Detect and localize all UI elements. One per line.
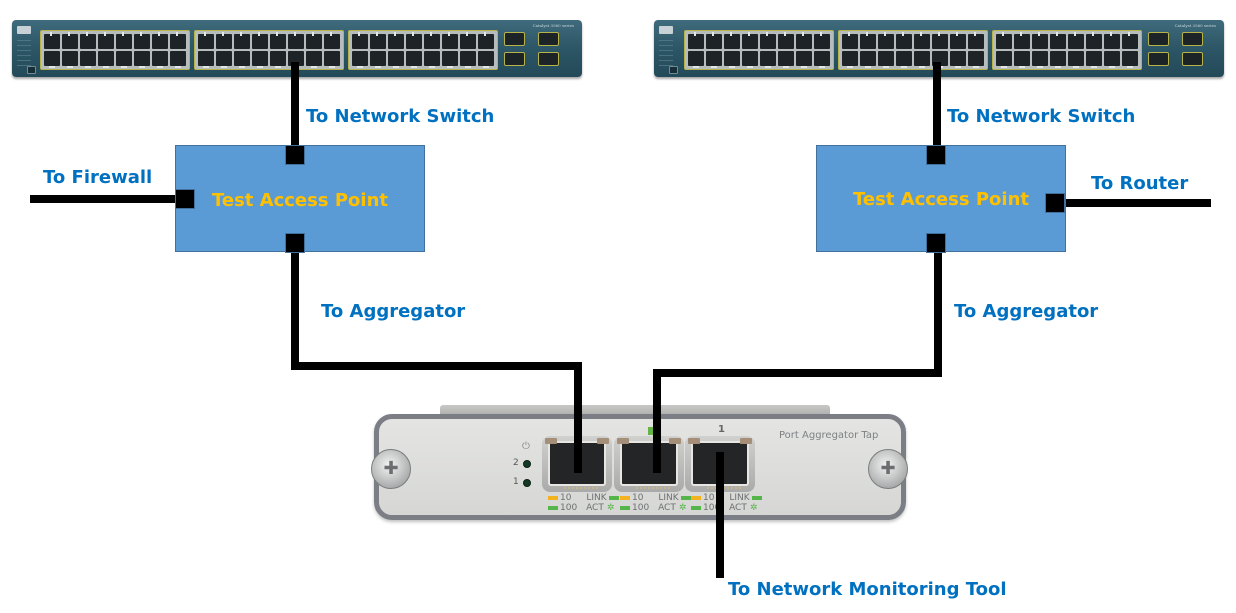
status-led-1 <box>523 479 531 487</box>
wire-into-port-b <box>653 405 661 473</box>
label-to-router: To Router <box>1091 173 1189 194</box>
rj45-port-b <box>614 436 684 492</box>
status-led-2 <box>523 460 531 468</box>
port-legend-1-top: 10 LINK <box>691 494 764 503</box>
port-legend-1-bottom: 100 ACT✲ <box>691 504 757 513</box>
port-block <box>992 30 1142 70</box>
tap-port-network-switch <box>285 145 305 165</box>
switch-mode-button <box>27 66 36 74</box>
label-to-network-switch-left: To Network Switch <box>306 106 495 127</box>
port-legend-b-top: 10 LINK <box>620 494 693 503</box>
wire-right-tap-horizontal <box>653 369 942 377</box>
wire-firewall-to-tap <box>30 195 178 203</box>
switch-model-label: Catalyst 3560 series <box>1174 23 1216 28</box>
port-legend-a-top: 10 LINK <box>548 494 621 503</box>
tap-port-router <box>1045 193 1065 213</box>
label-to-aggregator-left: To Aggregator <box>321 301 466 322</box>
sfp-port <box>504 52 525 66</box>
status-led-label-1: 1 <box>513 477 519 487</box>
port-legend-a-bottom: 100 ACT✲ <box>548 504 614 513</box>
switch-mode-button <box>669 66 678 74</box>
cisco-logo <box>17 26 31 34</box>
tap-port-network-switch <box>926 145 946 165</box>
port-block <box>684 30 834 70</box>
wire-left-tap-horizontal <box>291 362 582 370</box>
wire-right-switch-to-tap <box>933 62 941 148</box>
sfp-port <box>538 32 559 46</box>
sfp-port <box>1148 52 1169 66</box>
label-to-aggregator-right: To Aggregator <box>954 301 1099 322</box>
sfp-port <box>504 32 525 46</box>
port-block <box>40 30 190 70</box>
cisco-logo <box>659 26 673 34</box>
label-to-network-switch-right: To Network Switch <box>947 106 1136 127</box>
tap-port-firewall <box>175 189 195 209</box>
label-to-firewall: To Firewall <box>43 167 153 188</box>
sfp-port <box>1148 32 1169 46</box>
port-block <box>348 30 498 70</box>
thumbscrew-left-icon: ✚ <box>371 449 411 489</box>
thumbscrew-right-icon: ✚ <box>868 449 908 489</box>
port-b-indicator <box>648 427 655 435</box>
switch-status-leds <box>659 40 673 66</box>
port-legend-b-bottom: 100 ACT✲ <box>620 504 686 513</box>
wire-into-port-a <box>574 405 582 473</box>
tap-port-aggregator <box>926 233 946 253</box>
wire-port-1-to-monitoring-tool <box>716 452 724 578</box>
sfp-port <box>1182 52 1203 66</box>
rj45-port-a <box>542 436 612 492</box>
wire-left-switch-to-tap <box>291 62 299 148</box>
network-switch-left: Catalyst 3560 series <box>12 20 582 77</box>
port-1-label: 1 <box>718 424 725 435</box>
sfp-port <box>1182 32 1203 46</box>
switch-model-label: Catalyst 3560 series <box>532 23 574 28</box>
tap-title: Test Access Point <box>211 190 388 211</box>
switch-status-leds <box>17 40 31 66</box>
tap-title: Test Access Point <box>852 189 1029 210</box>
port-block <box>838 30 988 70</box>
port-block <box>194 30 344 70</box>
aggregator-title: Port Aggregator Tap <box>779 430 879 441</box>
tap-port-aggregator <box>285 233 305 253</box>
sfp-port <box>538 52 559 66</box>
wire-left-tap-down <box>291 250 299 368</box>
wire-right-tap-down <box>934 250 942 377</box>
label-to-network-monitoring-tool: To Network Monitoring Tool <box>728 579 1007 600</box>
wire-tap-to-router <box>1064 199 1211 207</box>
power-icon: ⏻ <box>522 441 530 452</box>
status-led-label-2: 2 <box>513 458 519 468</box>
